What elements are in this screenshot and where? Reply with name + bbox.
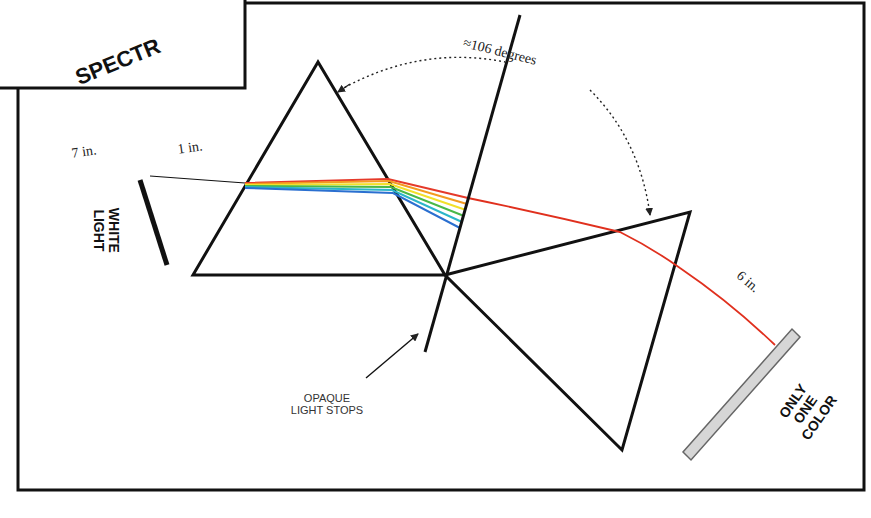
dimension: 6 in. (720, 257, 776, 307)
red-ray (468, 198, 775, 345)
angle-arrowhead (338, 84, 350, 92)
screen-label: ONLY ONE COLOR (773, 377, 838, 443)
dimension: 1 in. (159, 136, 221, 160)
leader-line (366, 334, 418, 378)
dimension: 7 in. (53, 140, 115, 164)
frame (18, 3, 864, 490)
light-stop (425, 15, 520, 352)
light-stop (140, 180, 167, 265)
callout-label: OPAQUE LIGHT STOPS (287, 392, 367, 416)
spectrum (245, 179, 468, 228)
inset-box (0, 0, 245, 88)
prism (445, 212, 690, 450)
angle-label: ≈106 degrees (425, 26, 574, 77)
angle-arc (340, 57, 505, 90)
screen (683, 329, 800, 460)
light-label: WHITE LIGHT (91, 195, 122, 265)
inset-title: SPECTR (44, 23, 192, 102)
angle-arc (590, 90, 650, 215)
prism (193, 62, 445, 275)
light-ray (150, 176, 245, 183)
